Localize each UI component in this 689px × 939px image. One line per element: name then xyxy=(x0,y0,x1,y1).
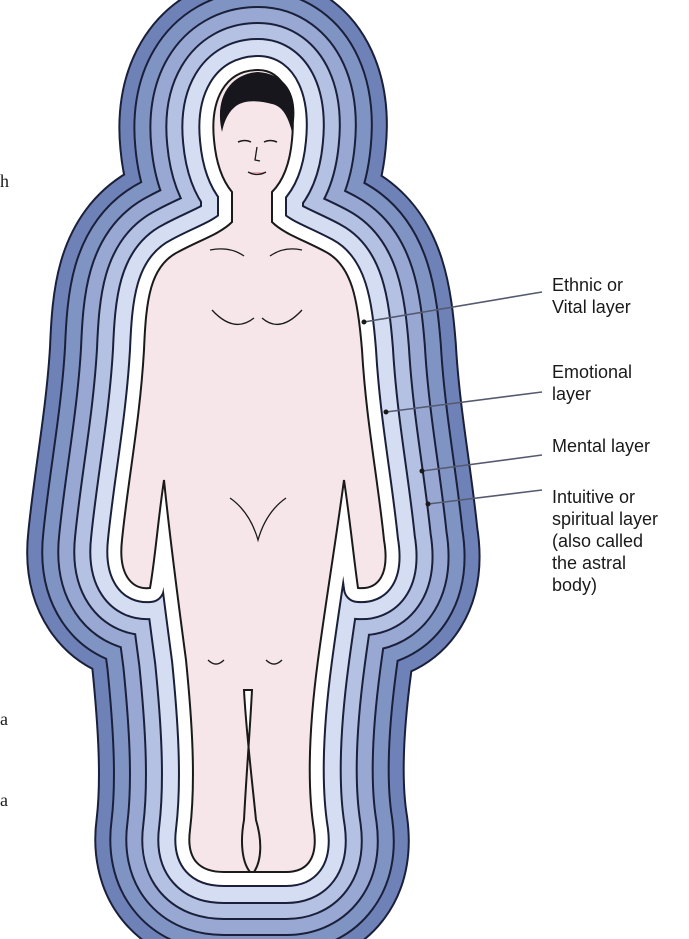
label-mental: Mental layer xyxy=(552,435,650,457)
label-line: the astral xyxy=(552,552,658,574)
cropped-text-fragment: h xyxy=(0,170,9,192)
label-intuitive-spiritual: Intuitive or spiritual layer (also calle… xyxy=(552,486,658,596)
label-line: spiritual layer xyxy=(552,508,658,530)
cropped-text-fragment: a xyxy=(0,708,8,730)
label-emotional: Emotional layer xyxy=(552,361,632,405)
label-line: Vital layer xyxy=(552,296,631,318)
cropped-text-fragment: a xyxy=(0,789,8,811)
label-line: Intuitive or xyxy=(552,486,658,508)
label-line: body) xyxy=(552,574,658,596)
label-line: layer xyxy=(552,383,632,405)
label-line: Mental layer xyxy=(552,435,650,457)
label-line: (also called xyxy=(552,530,658,552)
label-line: Ethnic or xyxy=(552,274,631,296)
label-ethnic-vital: Ethnic or Vital layer xyxy=(552,274,631,318)
label-line: Emotional xyxy=(552,361,632,383)
